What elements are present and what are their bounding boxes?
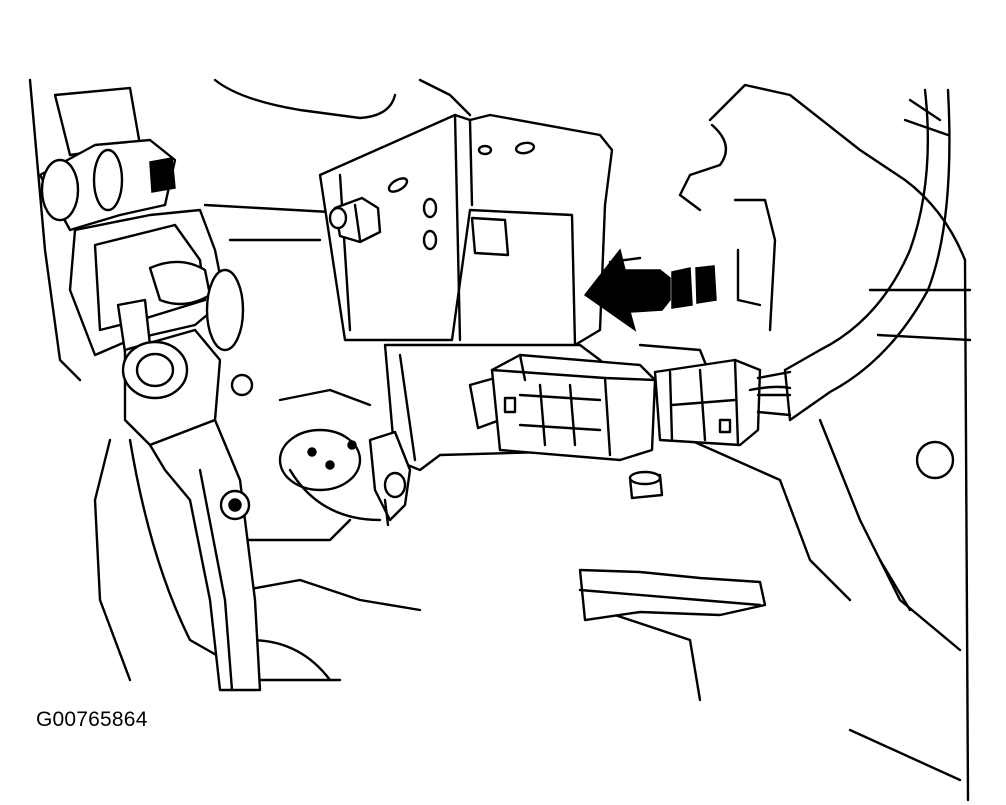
electrical-connector xyxy=(468,88,951,462)
lower-frame xyxy=(28,78,422,682)
steering-shaft xyxy=(38,86,262,692)
side-bracket xyxy=(578,568,767,622)
mounting-bracket xyxy=(318,113,664,527)
figure-id-label: G00765864 xyxy=(36,708,148,731)
body-panel xyxy=(203,78,972,802)
direction-arrow-icon xyxy=(583,248,717,332)
